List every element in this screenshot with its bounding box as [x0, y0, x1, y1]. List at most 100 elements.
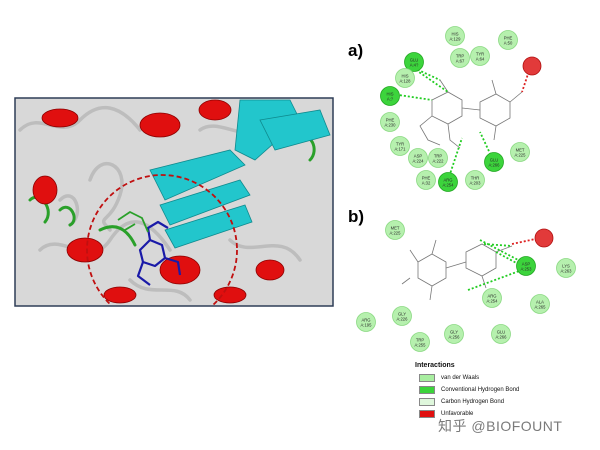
a-residue-disc-trp67	[450, 48, 470, 68]
b-residue-label-arg195-l2: A:195	[361, 322, 373, 327]
b-residue-disc-met225	[385, 220, 405, 240]
b-residue-disc-arg254	[482, 288, 502, 308]
a-residue-disc-tyr64	[470, 46, 490, 66]
legend-swatch-hbond	[419, 386, 435, 394]
a-residue-label-trp222-l2: A:222	[433, 158, 445, 163]
legend-swatch-unfav	[419, 410, 435, 418]
a-residue-label-thr203-l1: THR	[471, 176, 480, 181]
b-residue-disc-glu266	[491, 324, 511, 344]
a-residue-label-phe230-l2: A:230	[385, 122, 397, 127]
b-residue-disc-gly256	[444, 324, 464, 344]
protein-cartoon	[18, 99, 331, 305]
legend-item-vdw: van der Waals	[413, 372, 593, 384]
a-residue-label-thr203-l2: A:203	[470, 180, 482, 185]
a-residue-label-trp222-l1: TRP	[434, 154, 443, 159]
legend-item-hbond: Conventional Hydrogen Bond	[413, 384, 593, 396]
b-residue-disc-asp253	[516, 256, 536, 276]
a-residue-disc-unfa	[522, 56, 542, 76]
b-residue-unfb	[534, 228, 554, 248]
legend-label-hbond: Conventional Hydrogen Bond	[441, 387, 520, 393]
a-residue-label-his129-l1: HIS	[452, 32, 459, 37]
b-residue-label-arg195-l1: ARG	[361, 318, 370, 323]
b-residue-disc-ala265	[530, 294, 550, 314]
b-residue-disc-gly226	[392, 306, 412, 326]
b-residue-disc-lys263	[556, 258, 576, 278]
a-residue-label-tyr64-l1: TYR	[476, 52, 484, 57]
ligand-b	[401, 239, 513, 301]
a-residue-disc-his128	[395, 68, 415, 88]
b-residue-label-trp255-l2: A:255	[415, 342, 427, 347]
legend-swatch-chbond	[419, 398, 435, 406]
a-residue-label-tyr64-l2: A:64	[476, 56, 485, 61]
a-residue-unfa	[522, 56, 542, 76]
b-residue-label-gly226-l2: A:226	[397, 316, 409, 321]
b-residue-label-ala265-l1: ALA	[536, 300, 544, 305]
b-residue-label-glu266-l1: GLU	[497, 330, 506, 335]
legend-label-unfav: Unfavorable	[441, 411, 474, 417]
a-residue-label-his128-l2: A:128	[400, 78, 412, 83]
a-residue-disc-thr203	[465, 170, 485, 190]
a-residue-disc-tyr171	[390, 136, 410, 156]
unfavorable-bond-b	[511, 237, 541, 245]
a-residue-label-tyr171-l2: A:171	[395, 146, 407, 151]
a-residue-label-arg254-l2: A:254	[443, 182, 455, 187]
panel-b-label: b)	[348, 207, 364, 226]
b-residue-disc-arg195	[356, 312, 376, 332]
a-residue-disc-trp222	[428, 148, 448, 168]
a-residue-disc-phe32	[416, 170, 436, 190]
legend-label-vdw: van der Waals	[441, 375, 480, 381]
a-residue-label-his-l2: A:?	[387, 96, 394, 101]
a-residue-label-glu-l2: A:4?	[410, 62, 419, 67]
b-residue-label-met225-l2: A:225	[390, 230, 402, 235]
a-residue-disc-glu266	[484, 152, 504, 172]
legend-title: Interactions	[415, 362, 455, 369]
interaction-legend: Interactions van der Waals Conventional …	[413, 360, 593, 440]
b-residue-disc-trp255	[410, 332, 430, 352]
hbonds-b	[467, 239, 523, 291]
a-residue-disc-asp224	[408, 148, 428, 168]
a-residue-disc-his	[380, 86, 400, 106]
b-residue-label-ala265-l2: A:265	[535, 304, 547, 309]
a-residue-label-phe50-l1: PHE	[504, 36, 513, 41]
b-residue-label-lys263-l2: A:263	[561, 268, 573, 273]
a-residue-label-asp224-l1: ASP	[414, 154, 423, 159]
a-residue-label-his-l1: HIS	[387, 92, 394, 97]
b-residue-label-arg254-l1: ARG	[487, 294, 496, 299]
b-residue-label-lys263-l1: LYS	[562, 264, 570, 269]
legend-item-unfav: Unfavorable	[413, 408, 593, 420]
b-residue-label-gly256-l2: A:256	[449, 334, 461, 339]
panel-a-label: a)	[348, 41, 363, 60]
b-residue-label-trp255-l1: TRP	[416, 338, 425, 343]
legend-item-chbond: Carbon Hydrogen Bond	[413, 396, 593, 408]
a-residue-label-phe50-l2: A:50	[504, 40, 513, 45]
binding-site-circle	[86, 174, 238, 305]
a-residue-label-arg254-l1: ARG	[443, 178, 452, 183]
a-residue-label-his129-l2: A:129	[450, 36, 462, 41]
a-residue-label-met225-l2: A:225	[515, 152, 527, 157]
a-residue-disc-arg254	[438, 172, 458, 192]
